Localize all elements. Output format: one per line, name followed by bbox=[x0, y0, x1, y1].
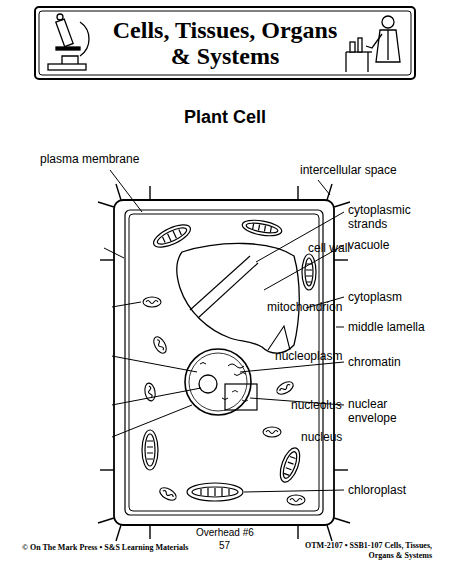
neighbour-walls bbox=[98, 184, 350, 541]
part-label: nuclear envelope bbox=[348, 397, 420, 425]
part-label: nucleoplasm bbox=[275, 349, 342, 363]
vacuole bbox=[177, 243, 299, 353]
part-label: chromatin bbox=[348, 355, 401, 369]
overhead-number: Overhead #6 bbox=[196, 527, 254, 539]
nucleus bbox=[185, 349, 257, 415]
banner-heading: Cells, Tissues, Organs & Systems bbox=[110, 17, 340, 69]
part-label: cytoplasm bbox=[348, 290, 402, 304]
scientist-icon bbox=[346, 16, 400, 72]
leader-lines bbox=[104, 170, 344, 492]
microscope-icon bbox=[48, 14, 89, 70]
part-label: cytoplasmic strands bbox=[348, 203, 428, 231]
part-label: plasma membrane bbox=[40, 152, 139, 166]
title-banner: Cells, Tissues, Organs & Systems bbox=[34, 6, 416, 80]
diagram-title: Plant Cell bbox=[184, 106, 266, 128]
page-number: 57 bbox=[219, 540, 230, 552]
part-label: cell wall bbox=[308, 241, 350, 255]
part-label: mitochondrion bbox=[267, 300, 342, 314]
series-code: OTM-2107 • SSB1-107 Cells, Tissues, Orga… bbox=[282, 541, 432, 561]
part-label: nucleus bbox=[301, 430, 342, 444]
part-label: intercellular space bbox=[300, 163, 397, 177]
part-label: middle lamella bbox=[348, 320, 425, 334]
banner-frame bbox=[39, 11, 411, 75]
part-label: vacuole bbox=[348, 238, 389, 252]
mitochondria bbox=[143, 297, 305, 505]
part-label: nucleolus bbox=[291, 398, 342, 412]
copyright-note: © On The Mark Press • S&S Learning Mater… bbox=[22, 543, 188, 553]
part-label: chloroplast bbox=[348, 483, 406, 497]
